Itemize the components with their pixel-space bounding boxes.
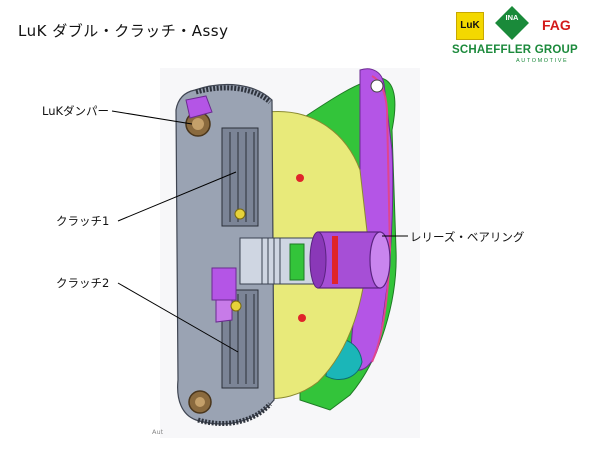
label-clutch-2: クラッチ2 xyxy=(56,276,110,290)
label-release-bearing: レリーズ・ベアリング xyxy=(410,230,525,244)
release-bearing-back xyxy=(309,231,327,289)
clutch-support-purple-2 xyxy=(215,299,233,323)
bolt-yellow-2 xyxy=(230,300,242,312)
bolt-red-1 xyxy=(296,174,304,182)
bearing-red-ring xyxy=(332,236,338,284)
damper-spring-top-inner xyxy=(192,118,204,130)
ina-logo: INA xyxy=(505,13,519,22)
flywheel-teeth-top xyxy=(195,85,272,104)
bolt-yellow-1 xyxy=(234,208,246,220)
luk-logo: LuK xyxy=(456,12,484,40)
shaft-splines xyxy=(261,238,281,284)
label-clutch-1: クラッチ1 xyxy=(56,214,110,228)
clutch-support-purple xyxy=(211,267,237,301)
release-bearing-face xyxy=(369,231,391,289)
leader-damper xyxy=(111,110,193,125)
fag-logo: FAG xyxy=(542,17,571,33)
label-luk-damper: LuKダンパー xyxy=(42,104,110,118)
damper-retainer-purple xyxy=(185,95,213,119)
leader-clutch1 xyxy=(117,171,237,222)
automotive-tagline: AUTOMOTIVE xyxy=(516,58,569,64)
lever-pivot-top xyxy=(370,79,384,93)
brand-logos: LuK INA FAG SCHAEFFLER GROUP AUTOMOTIVE xyxy=(452,6,592,68)
damper-spring-bottom-inner xyxy=(195,397,205,407)
slide-title: LuK ダブル・クラッチ・Assy xyxy=(18,22,229,40)
schaeffler-group-logo: SCHAEFFLER GROUP xyxy=(452,44,578,56)
flywheel-teeth-bottom xyxy=(197,402,272,426)
shaft-green-spline xyxy=(289,243,305,281)
footer-mark: Aut xyxy=(152,428,164,436)
bolt-red-2 xyxy=(298,314,306,322)
leader-clutch2 xyxy=(117,282,239,353)
